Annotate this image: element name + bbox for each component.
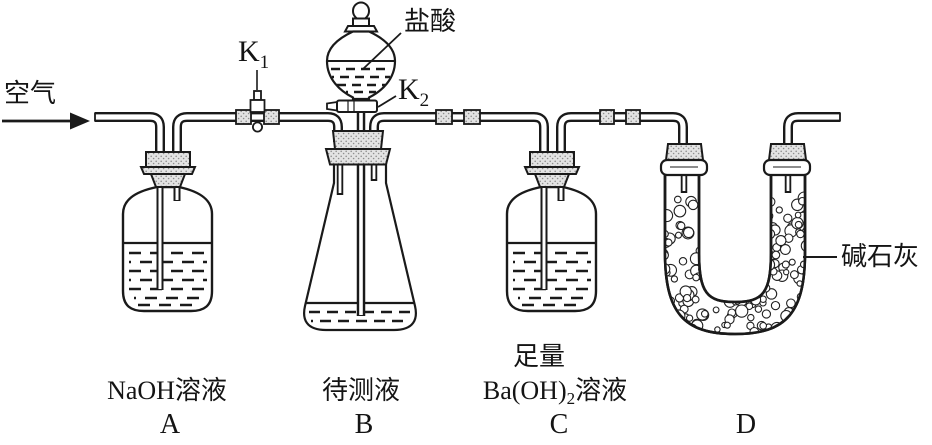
valve-k1-label: K1: [238, 35, 270, 73]
separating-funnel: [325, 1, 402, 101]
funnel-stopper-neck: [352, 17, 370, 27]
clamp-ring: [251, 121, 263, 133]
hcl-label: 盐酸: [404, 7, 457, 36]
u-tube-left-stopper: [664, 143, 705, 161]
air-flow-arrow-icon: [2, 112, 90, 130]
rubber-connector-b-c: [435, 109, 481, 125]
stopcock-handle-tip: [326, 100, 338, 112]
clamp-body: [249, 99, 266, 113]
rubber-sleeve: [235, 109, 252, 125]
clamp-screw: [253, 90, 262, 101]
tube-b-to-c: [369, 112, 549, 158]
stopcock-k2: [326, 95, 397, 113]
funnel-stopper-flare: [343, 25, 379, 33]
pinch-clamp-k1: [235, 70, 280, 133]
air-inlet-label: 空气: [4, 79, 57, 108]
vessel-c-letter: C: [549, 409, 569, 440]
funnel-bulb: [325, 30, 397, 101]
vessel-b-letter: B: [354, 409, 374, 440]
vessel-d-letter: D: [735, 409, 757, 440]
u-tube-inner-wall: [697, 174, 773, 304]
soda-lime-label: 碱石灰: [841, 242, 920, 271]
vessel-a-solution-label: NaOH溶液: [107, 376, 227, 405]
conical-flask-b: [303, 95, 417, 332]
funnel-liquid-dashes: [331, 67, 391, 94]
tube-c-to-d: [556, 112, 688, 158]
glass-tubing: [94, 112, 841, 158]
vessel-a-letter: A: [159, 409, 181, 440]
vessel-c-solution-label: Ba(OH)2溶液: [482, 376, 628, 408]
vessel-c-amount-label: 足量: [512, 342, 566, 371]
flask-liquid-dashes: [309, 310, 411, 323]
flask-stopper-top: [331, 130, 385, 150]
rubber-connector-c-d: [599, 109, 641, 125]
hcl-leader-line: [362, 32, 402, 70]
flask-stopper-base: [324, 148, 392, 166]
stopcock-body: [336, 99, 378, 113]
rubber-sleeve: [263, 109, 280, 125]
gas-washing-bottle-a: [123, 152, 212, 311]
gas-washing-bottle-c: [507, 152, 596, 311]
k2-leader-line: [377, 95, 397, 108]
valve-k2-label: K2: [398, 73, 430, 111]
u-tube-d: [659, 143, 837, 336]
funnel-knob: [352, 1, 370, 21]
vessel-b-solution-label: 待测液: [321, 376, 401, 405]
u-tube-right-stopper: [767, 143, 808, 161]
